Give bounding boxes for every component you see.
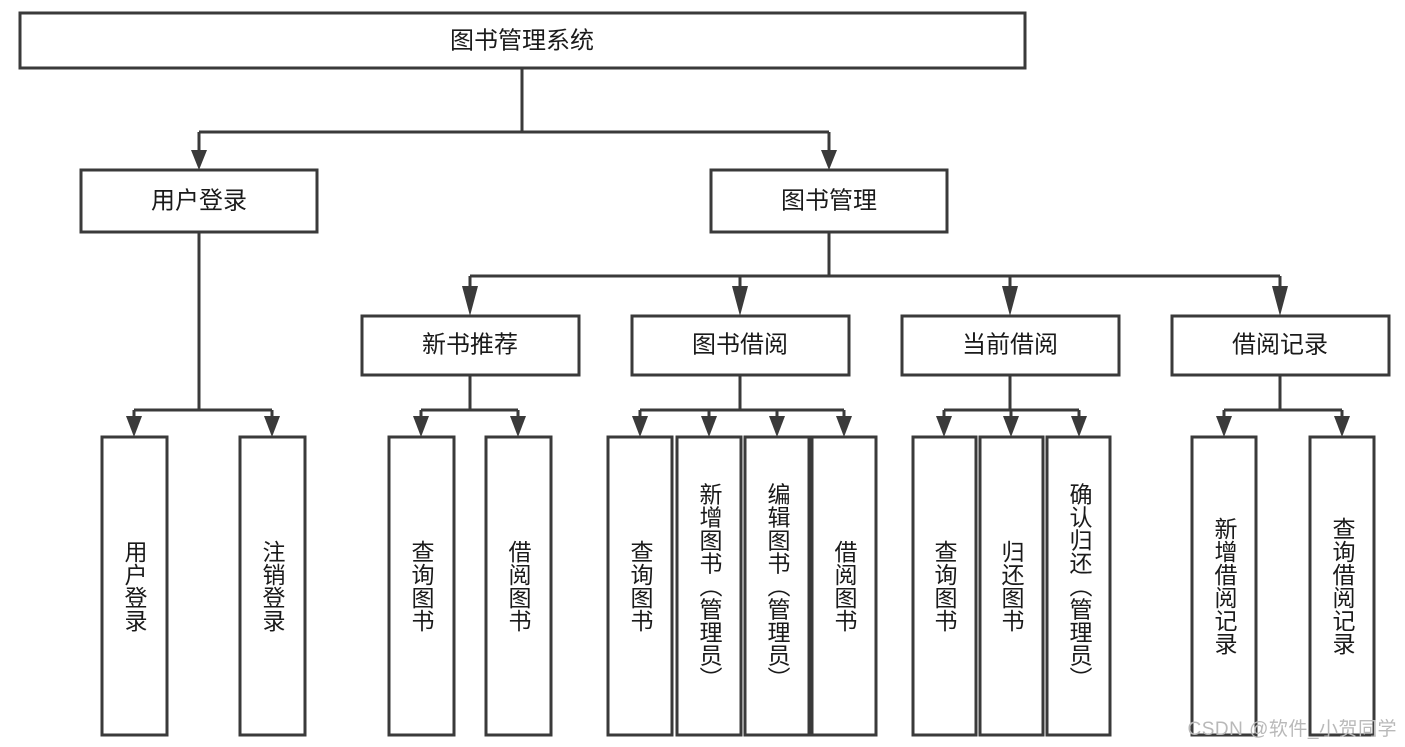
node-user-login[interactable]: 用户登录 xyxy=(79,168,319,234)
arrow-leaf-bb-edit xyxy=(769,416,785,437)
leaf-cb-query-book-box xyxy=(911,435,978,737)
leaf-user-login[interactable]: 用户登录 xyxy=(100,435,169,737)
leaf-cb-query-book-label: 查询图书 xyxy=(931,540,958,632)
arrow-leaf-nbr-borrow xyxy=(510,416,526,437)
arrow-to-book-borrow xyxy=(732,286,748,316)
node-borrow-record[interactable]: 借阅记录 xyxy=(1170,314,1391,377)
leaf-bb-borrow-book[interactable]: 借阅图书 xyxy=(810,435,878,737)
arrow-leaf-br-add xyxy=(1216,416,1232,437)
node-book-borrow[interactable]: 图书借阅 xyxy=(630,314,851,377)
leaf-nbr-borrow-book-box xyxy=(484,435,553,737)
leaf-user-login-box xyxy=(100,435,169,737)
leaf-nbr-borrow-book[interactable]: 借阅图书 xyxy=(484,435,553,737)
leaf-bb-borrow-book-label: 借阅图书 xyxy=(831,540,858,632)
leaf-cb-return-book[interactable]: 归还图书 xyxy=(978,435,1045,737)
node-book-management[interactable]: 图书管理 xyxy=(709,168,949,234)
leaf-bb-edit-book[interactable]: 编辑图书（管理员） xyxy=(743,435,811,737)
arrow-leaf-bb-query xyxy=(632,416,648,437)
leaf-cb-confirm-return-label: 确认归还（管理员） xyxy=(1066,483,1093,690)
node-book-borrow-label: 图书借阅 xyxy=(692,331,788,358)
arrow-leaf-cb-confirm xyxy=(1071,416,1087,437)
node-root-system-box xyxy=(18,11,1027,70)
connector-layer xyxy=(126,68,1350,437)
leaf-bb-edit-book-label: 编辑图书（管理员） xyxy=(764,483,791,690)
leaf-logout-label: 注销登录 xyxy=(259,540,286,632)
leaf-bb-borrow-book-box xyxy=(810,435,878,737)
node-new-book-recommend[interactable]: 新书推荐 xyxy=(360,314,581,377)
arrow-leaf-user-login xyxy=(126,416,142,437)
leaf-cb-query-book[interactable]: 查询图书 xyxy=(911,435,978,737)
arrow-to-book-mgmt xyxy=(821,150,837,170)
leaf-br-query-record-label: 查询借阅记录 xyxy=(1329,517,1356,655)
node-borrow-record-label: 借阅记录 xyxy=(1232,331,1328,358)
leaf-bb-add-book-box xyxy=(675,435,743,737)
node-borrow-record-box xyxy=(1170,314,1391,377)
node-new-book-recommend-label: 新书推荐 xyxy=(422,331,518,358)
arrow-leaf-cb-return xyxy=(1003,416,1019,437)
leaf-br-query-record-box xyxy=(1308,435,1376,737)
node-book-management-label: 图书管理 xyxy=(781,187,877,214)
leaf-cb-return-book-label: 归还图书 xyxy=(998,540,1025,632)
node-current-borrow-box xyxy=(900,314,1121,377)
leaf-bb-query-book-box xyxy=(606,435,674,737)
arrow-leaf-bb-borrow xyxy=(836,416,852,437)
leaf-bb-add-book[interactable]: 新增图书（管理员） xyxy=(675,435,743,737)
leaf-nbr-query-book[interactable]: 查询图书 xyxy=(387,435,456,737)
arrow-to-current-borrow xyxy=(1002,286,1018,316)
node-book-management-box xyxy=(709,168,949,234)
leaf-bb-query-book-label: 查询图书 xyxy=(627,540,654,632)
arrow-to-new-book-rec xyxy=(462,286,478,316)
node-current-borrow-label: 当前借阅 xyxy=(962,331,1058,358)
leaf-cb-return-book-box xyxy=(978,435,1045,737)
leaf-cb-confirm-return-box xyxy=(1045,435,1112,737)
leaf-br-add-record-box xyxy=(1190,435,1258,737)
leaf-bb-edit-book-box xyxy=(743,435,811,737)
leaf-cb-confirm-return[interactable]: 确认归还（管理员） xyxy=(1045,435,1112,737)
node-current-borrow[interactable]: 当前借阅 xyxy=(900,314,1121,377)
arrow-to-user-login xyxy=(191,150,207,170)
node-book-borrow-box xyxy=(630,314,851,377)
leaf-bb-query-book[interactable]: 查询图书 xyxy=(606,435,674,737)
leaf-logout[interactable]: 注销登录 xyxy=(238,435,307,737)
leaf-bb-add-book-label: 新增图书（管理员） xyxy=(696,483,723,690)
leaf-nbr-query-book-box xyxy=(387,435,456,737)
arrow-leaf-br-query xyxy=(1334,416,1350,437)
leaf-logout-box xyxy=(238,435,307,737)
node-root-system[interactable]: 图书管理系统 xyxy=(18,11,1027,70)
leaf-br-add-record-label: 新增借阅记录 xyxy=(1211,517,1238,655)
node-new-book-recommend-box xyxy=(360,314,581,377)
arrow-leaf-logout xyxy=(264,416,280,437)
node-root-system-label: 图书管理系统 xyxy=(450,27,594,54)
leaf-nbr-query-book-label: 查询图书 xyxy=(408,540,435,632)
arrow-leaf-nbr-query xyxy=(413,416,429,437)
arrow-to-borrow-record xyxy=(1272,286,1288,316)
node-user-login-label: 用户登录 xyxy=(151,187,247,214)
arrow-leaf-cb-query xyxy=(936,416,952,437)
node-user-login-box xyxy=(79,168,319,234)
leaf-br-query-record[interactable]: 查询借阅记录 xyxy=(1308,435,1376,737)
arrow-leaf-bb-add xyxy=(701,416,717,437)
leaf-user-login-label: 用户登录 xyxy=(121,540,148,632)
leaf-nbr-borrow-book-label: 借阅图书 xyxy=(505,540,532,632)
leaf-br-add-record[interactable]: 新增借阅记录 xyxy=(1190,435,1258,737)
